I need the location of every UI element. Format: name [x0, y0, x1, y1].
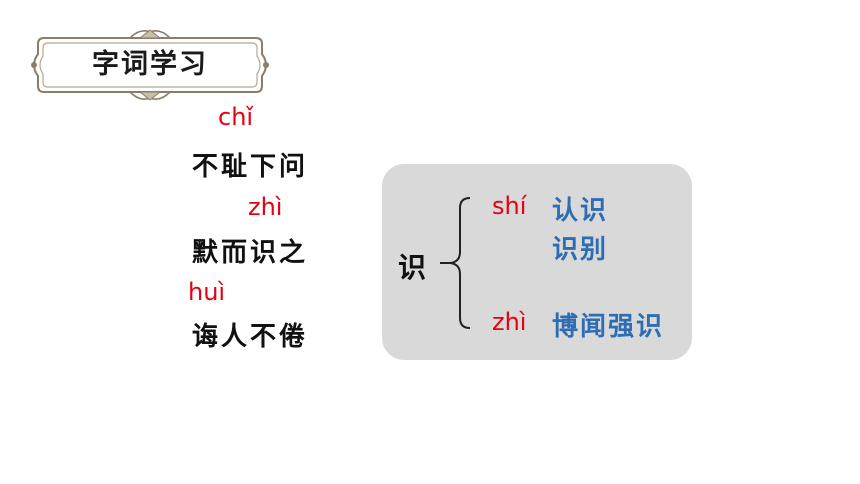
title-banner: 字词学习	[30, 26, 270, 104]
word-shi-bie: 识别	[552, 235, 609, 265]
phrase-mo-er-zhi-zhi: 默而识之	[192, 238, 309, 268]
page-title: 字词学习	[92, 49, 208, 80]
pinyin-chi: chǐ	[218, 103, 254, 131]
polyphone-character: 识	[398, 251, 427, 284]
word-ren-shi: 认识	[552, 196, 609, 226]
ornate-frame-icon	[31, 29, 269, 101]
polyphone-panel	[382, 164, 692, 360]
phrase-hui-ren-bu-juan: 诲人不倦	[192, 322, 309, 352]
word-bo-wen-qiang-zhi: 博闻强识	[552, 312, 665, 342]
phrase-bu-chi-xia-wen: 不耻下问	[192, 152, 309, 182]
reading-pinyin-zhi: zhì	[492, 308, 527, 336]
reading-pinyin-shi: shí	[492, 192, 527, 220]
pinyin-zhi: zhì	[248, 193, 283, 221]
pinyin-hui: huì	[188, 278, 226, 306]
curly-brace-icon	[440, 197, 471, 329]
